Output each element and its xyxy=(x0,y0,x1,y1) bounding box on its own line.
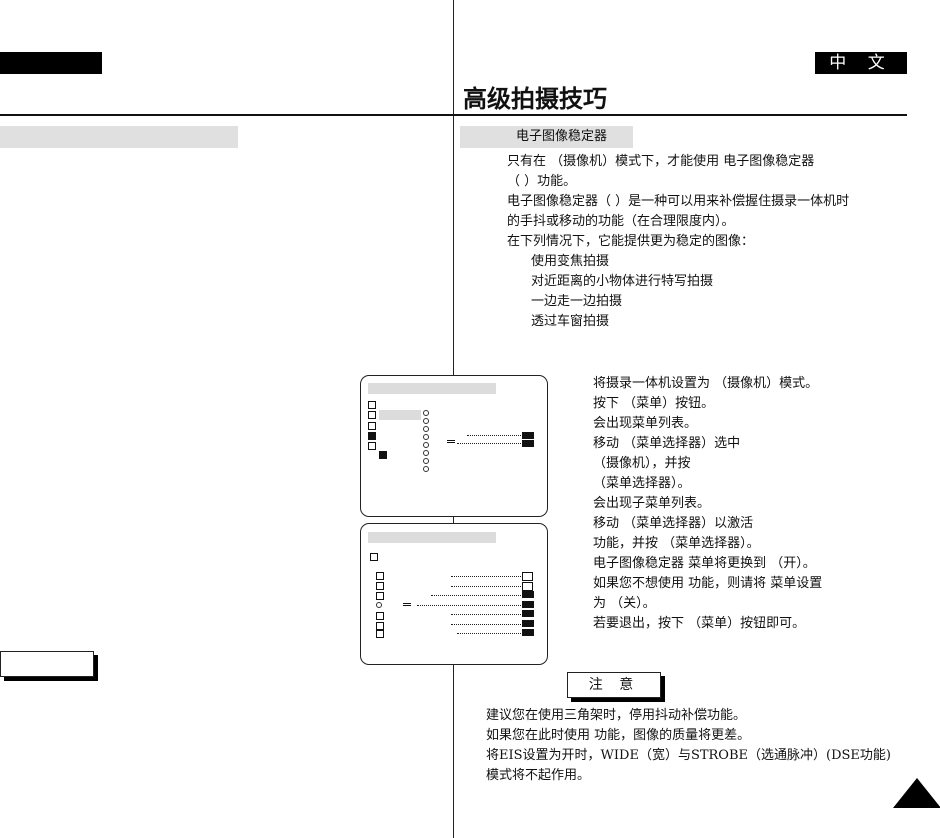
menu-leader xyxy=(457,443,521,444)
case-item: 透过车窗拍摄 xyxy=(531,314,610,329)
step-line: 将摄录一体机设置为 （摄像机）模式。 xyxy=(593,376,819,391)
step-line: 功能，并按 （菜单选择器）。 xyxy=(593,536,760,551)
menu-leader xyxy=(457,633,521,634)
case-item: 一边走一边拍摄 xyxy=(531,294,623,309)
menu-header-bar xyxy=(368,532,496,543)
note-line: 如果您在此时使用 功能，图像的质量将更差。 xyxy=(486,728,751,743)
menu-folder-icon xyxy=(376,572,384,580)
next-page-triangle-icon[interactable] xyxy=(893,778,940,808)
menu-leader xyxy=(451,576,521,577)
menu-folder-icon xyxy=(376,622,384,630)
intro-line: 的手抖或移动的功能（在合理限度内）。 xyxy=(507,214,735,229)
menu-leader xyxy=(451,586,521,587)
section-title: 电子图像稳定器 xyxy=(460,126,633,148)
step-line: 会出现子菜单列表。 xyxy=(593,496,711,511)
menu-folder-icon xyxy=(376,612,384,620)
menu-item-dot xyxy=(376,602,382,608)
menu-folder-icon xyxy=(368,411,376,419)
menu-value-box xyxy=(522,432,534,439)
step-line: 电子图像稳定器 菜单将更换到 （开）。 xyxy=(593,556,816,571)
case-list: 使用变焦拍摄 对近距离的小物体进行特写拍摄 一边走一边拍摄 透过车窗拍摄 xyxy=(531,252,713,332)
step-line: 移动 （菜单选择器）选中 xyxy=(593,436,741,451)
menu-folder-icon xyxy=(370,553,378,561)
menu-tape-icon xyxy=(379,451,387,459)
menu-value-box xyxy=(522,440,534,447)
step-line: 如果您不想使用 功能，则请将 菜单设置 xyxy=(593,576,823,591)
left-label-box xyxy=(0,651,94,677)
menu-header-bar xyxy=(368,383,496,394)
step-line: 为 （关）。 xyxy=(593,596,656,611)
menu-value-box xyxy=(522,572,533,581)
menu-item-dot xyxy=(423,466,429,472)
title-rule xyxy=(0,114,907,116)
menu-folder-icon xyxy=(368,401,376,409)
note-label: 注 意 xyxy=(567,672,661,698)
menu-item-dot xyxy=(423,442,429,448)
menu-screen-1 xyxy=(360,375,548,517)
menu-value-box xyxy=(522,620,534,627)
intro-line: 在下列情况下，它能提供更为稳定的图像： xyxy=(507,234,755,249)
menu-value-box xyxy=(522,601,534,608)
intro-line: 只有在 （摄像机）模式下，才能使用 电子图像稳定器 xyxy=(507,154,815,169)
step-line: 若要退出，按下 （菜单）按钮即可。 xyxy=(593,616,806,631)
menu-item-dot xyxy=(423,450,429,456)
menu-folder-icon xyxy=(368,422,376,430)
menu-folder-icon xyxy=(376,582,384,590)
eis-hand-icon xyxy=(403,603,411,610)
left-language-tab xyxy=(0,52,102,74)
menu-leader xyxy=(417,605,521,606)
menu-value-box xyxy=(522,582,533,591)
step-line: 会出现菜单列表。 xyxy=(593,416,698,431)
step-line: 移动 （菜单选择器）以激活 xyxy=(593,516,754,531)
intro-line: （ ）功能。 xyxy=(507,174,577,189)
menu-folder-icon xyxy=(368,442,376,450)
menu-item-dot xyxy=(423,418,429,424)
menu-folder-icon xyxy=(368,432,376,440)
menu-leader xyxy=(451,624,521,625)
note-line: 将EIS设置为开时，WIDE（宽）与STROBE（选通脉冲）(DSE功能) xyxy=(486,748,891,763)
menu-item-dot xyxy=(423,434,429,440)
left-section-bar xyxy=(0,126,238,148)
language-tab: 中 文 xyxy=(815,52,907,74)
menu-leader xyxy=(451,614,521,615)
menu-folder-icon xyxy=(376,630,384,638)
step-line: （摄像机），并按 xyxy=(593,456,691,471)
page-title: 高级拍摄技巧 xyxy=(463,85,607,113)
menu-highlight xyxy=(379,410,421,420)
menu-item-dot xyxy=(423,426,429,432)
intro-block: 只有在 （摄像机）模式下，才能使用 电子图像稳定器 （ ）功能。 电子图像稳定器… xyxy=(507,152,849,252)
menu-value-box xyxy=(522,610,534,617)
menu-value-box xyxy=(522,591,534,598)
menu-item-dot xyxy=(423,410,429,416)
step-line: 按下 （菜单）按钮。 xyxy=(593,396,715,411)
menu-leader xyxy=(431,595,521,596)
case-item: 使用变焦拍摄 xyxy=(531,254,610,269)
steps-block: 将摄录一体机设置为 （摄像机）模式。 按下 （菜单）按钮。 会出现菜单列表。 移… xyxy=(593,374,822,634)
eis-hand-icon xyxy=(447,440,455,447)
note-block: 建议您在使用三角架时，停用抖动补偿功能。 如果您在此时使用 功能，图像的质量将更… xyxy=(486,706,891,786)
menu-value-box xyxy=(522,629,534,636)
case-item: 对近距离的小物体进行特写拍摄 xyxy=(531,274,714,289)
note-line: 模式将不起作用。 xyxy=(486,768,591,783)
intro-line: 电子图像稳定器（ ）是一种可以用来补偿握住摄录一体机时 xyxy=(507,194,850,209)
note-line: 建议您在使用三角架时，停用抖动补偿功能。 xyxy=(486,708,747,723)
menu-screen-2 xyxy=(360,523,548,665)
menu-folder-icon xyxy=(376,592,384,600)
step-line: （菜单选择器）。 xyxy=(593,476,691,491)
menu-item-dot xyxy=(423,458,429,464)
menu-leader xyxy=(467,435,521,436)
